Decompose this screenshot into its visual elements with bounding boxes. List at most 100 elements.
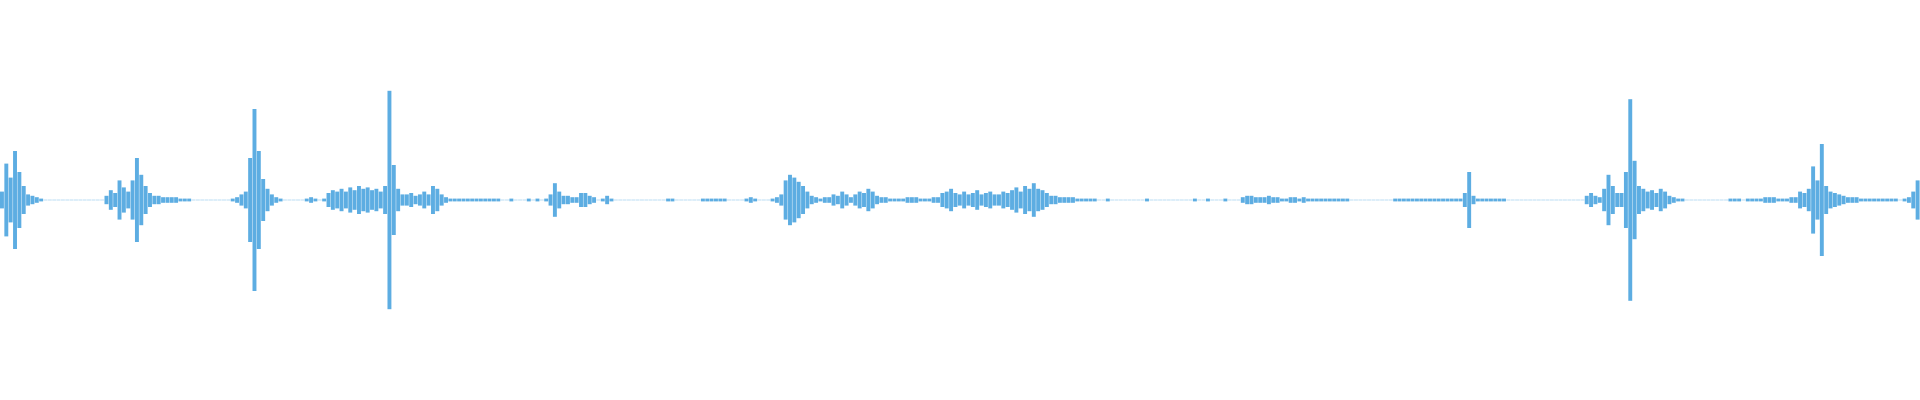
waveform-sample-bar [1428,198,1432,202]
waveform-sample-bar [1401,198,1406,202]
waveform-sample-bar [1684,199,1689,201]
waveform-sample-bar [801,186,806,214]
waveform-sample-bar [387,90,392,310]
waveform-sample-bar [1785,198,1789,202]
waveform-sample-bar [1223,198,1228,202]
waveform-sample-bar [435,188,440,212]
waveform-sample-bar [653,199,657,201]
waveform-sample-bar [1040,190,1045,210]
waveform-sample-bar [1293,197,1297,203]
waveform-sample-bar [1049,195,1054,205]
waveform-sample-bar [400,194,405,206]
waveform-sample-bar [1480,198,1485,202]
waveform-sample-bar [1488,198,1493,202]
waveform-sample-bar [1275,197,1280,203]
waveform-sample-bar [583,193,588,207]
waveform-sample-bar [1332,198,1337,202]
waveform-sample-bar [1758,198,1763,202]
waveform-sample-bar [1079,198,1084,202]
waveform-sample-bar [805,191,810,209]
waveform-sample-bar [383,186,388,214]
waveform-sample-bar [1306,198,1311,202]
waveform-sample-bar [1384,199,1389,201]
waveform-sample-bar [1349,199,1354,201]
waveform-bars [0,90,1920,310]
waveform-sample-bar [957,194,962,206]
waveform-sample-bar [735,199,740,201]
waveform-sample-bar [975,190,980,210]
waveform-sample-bar [291,199,296,201]
waveform-sample-bar [1436,198,1441,202]
waveform-sample-bar [1845,197,1850,203]
waveform-sample-bar [413,195,418,205]
waveform-sample-bar [339,188,344,212]
waveform-sample-bar [979,194,984,206]
waveform-sample-bar [574,197,579,203]
waveform-sample-bar [792,177,797,223]
waveform-sample-bar [1615,193,1620,207]
waveform-sample-bar [1410,198,1415,202]
waveform-sample-bar [522,199,527,201]
waveform-sample-bar [1632,160,1637,240]
waveform-sample-bar [774,197,779,203]
waveform-sample-bar [888,198,893,202]
waveform-sample-bar [783,180,788,220]
waveform-sample-bar [4,163,9,237]
waveform-sample-bar [304,198,309,202]
waveform-sample-bar [1449,198,1454,202]
waveform-sample-bar [269,194,274,206]
waveform-sample-bar [65,199,70,201]
waveform-sample-bar [1271,197,1276,203]
waveform-sample-bar [1367,199,1371,201]
waveform-sample-bar [1863,198,1868,202]
waveform-sample-bar [531,199,536,201]
waveform-sample-bar [1075,198,1080,202]
waveform-sample-bar [966,194,971,206]
waveform-sample-bar [1658,188,1663,212]
waveform-sample-bar [1201,199,1206,201]
waveform-sample-bar [174,197,179,203]
waveform-sample-bar [640,199,644,201]
waveform-sample-bar [1493,198,1498,202]
waveform-sample-bar [191,199,196,201]
waveform-sample-bar [552,183,557,217]
waveform-sample-bar [104,195,109,205]
waveform-sample-bar [1693,199,1698,201]
waveform-sample-bar [1637,186,1641,214]
waveform-sample-bar [1885,198,1890,202]
waveform-sample-bar [870,191,875,209]
waveform-sample-bar [1280,198,1284,202]
waveform-sample-bar [1793,197,1798,203]
waveform-sample-bar [1123,199,1128,201]
waveform-sample-bar [835,195,840,205]
waveform-sample-bar [1706,199,1711,201]
waveform-sample-bar [587,195,592,205]
waveform-sample-bar [226,199,231,201]
waveform-sample-bar [513,199,518,201]
waveform-sample-bar [187,198,192,202]
waveform-sample-bar [47,199,52,201]
waveform-sample-bar [87,199,91,201]
waveform-sample-bar [1441,198,1446,202]
waveform-sample-bar [714,198,718,202]
waveform-sample-bar [348,187,353,213]
waveform-sample-bar [1358,199,1363,201]
waveform-sample-bar [1528,199,1533,201]
waveform-sample-bar [1414,198,1419,202]
waveform-sample-bar [579,193,583,207]
waveform-sample-bar [875,195,880,205]
waveform-sample-bar [687,199,692,201]
waveform-sample-bar [1619,193,1624,207]
waveform-sample-bar [1802,193,1807,207]
waveform-sample-bar [256,151,261,249]
waveform-sample-bar [1676,198,1681,202]
waveform-sample-bar [1388,199,1393,201]
waveform-sample-bar [1502,198,1506,202]
waveform-sample-bar [853,194,858,206]
waveform-sample-bar [1192,198,1197,202]
waveform-sample-bar [683,199,688,201]
waveform-sample-bar [491,198,496,202]
waveform-sample-bar [1097,199,1102,201]
waveform-sample-bar [134,158,139,242]
